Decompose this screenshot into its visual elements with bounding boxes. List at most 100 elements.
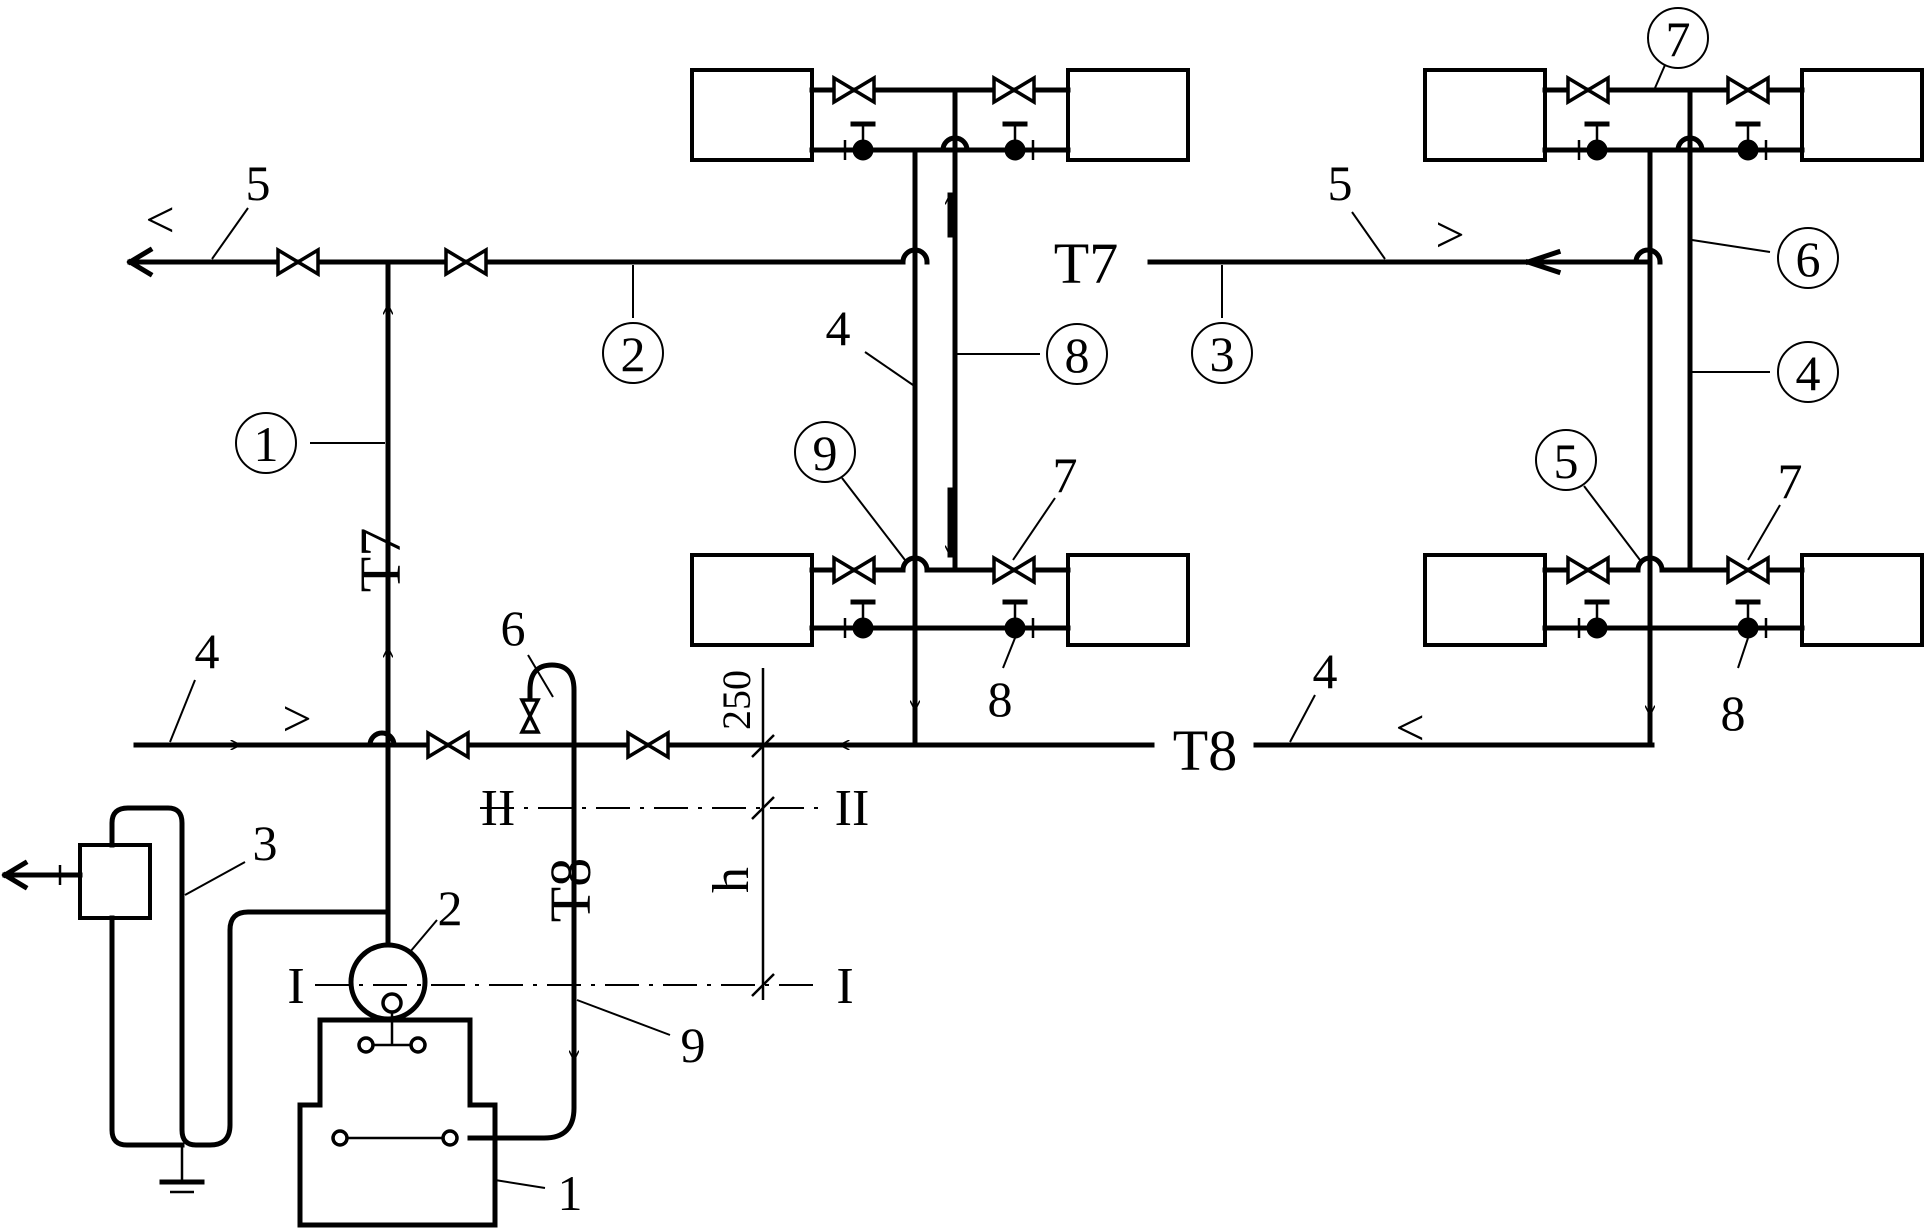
flow-mark-right: > xyxy=(1435,207,1464,264)
crossover-hump xyxy=(1635,555,1665,573)
label-return-right: 4 xyxy=(1313,643,1338,699)
label-riser2-pipe: 4 xyxy=(1796,345,1821,401)
leader-line xyxy=(1691,239,1771,253)
leader-line xyxy=(1002,637,1016,669)
label-riser2-mid: 5 xyxy=(1554,433,1579,489)
terminal-icon xyxy=(409,1036,427,1054)
segment-label: 2 xyxy=(621,326,646,382)
regulator-icon xyxy=(843,599,876,639)
expansion-tank-box xyxy=(78,843,152,920)
valve-icon xyxy=(1566,554,1610,586)
pump-icon xyxy=(348,942,428,1022)
dimension-tick xyxy=(751,973,775,997)
pump-shaft-icon xyxy=(381,992,403,1014)
section-label-left: I xyxy=(287,958,304,1015)
segment-bubble xyxy=(235,412,297,474)
radiator-box xyxy=(1800,68,1924,162)
terminal-icon xyxy=(357,1036,375,1054)
label-riser1-circle: 8 xyxy=(1065,327,1090,383)
leader-line xyxy=(576,999,671,1036)
valve-icon xyxy=(1726,554,1770,586)
label-return-left: 4 xyxy=(195,623,220,679)
section-label-right: I xyxy=(836,958,853,1015)
label-riser2-top: 7 xyxy=(1666,11,1691,67)
return-to-boiler xyxy=(467,802,577,1141)
flow-mark-left: < xyxy=(1395,700,1424,757)
regulator-icon xyxy=(1577,599,1610,639)
label-bubble xyxy=(1046,323,1108,385)
flow-marks: < > > < xyxy=(145,192,1464,757)
crossover-hump xyxy=(900,555,930,573)
leader-line xyxy=(1351,211,1386,260)
leader-line xyxy=(864,351,914,386)
label-tank-pipe: 3 xyxy=(253,815,278,871)
segment-bubble xyxy=(1191,322,1253,384)
dimension-h: h xyxy=(703,867,760,893)
label-riser2-branch: 6 xyxy=(1796,231,1821,287)
label-bubble xyxy=(1777,227,1839,289)
valve-icon xyxy=(444,246,488,278)
expansion-loop xyxy=(527,662,577,813)
boiler-unit: T8 xyxy=(297,662,603,1228)
label-riser1-lower: 9 xyxy=(813,425,838,481)
boiler-body xyxy=(297,1017,498,1228)
radiator-box xyxy=(1423,553,1547,647)
leader-line xyxy=(1012,497,1056,561)
segment-label: 1 xyxy=(254,416,279,472)
valve-icon xyxy=(832,74,876,106)
leader-line xyxy=(1654,64,1666,89)
supply-main: T7 xyxy=(126,231,1663,296)
segment-label: 3 xyxy=(1210,326,1235,382)
valve-icon xyxy=(426,729,470,761)
radiator-box xyxy=(1423,68,1547,162)
tank-drain xyxy=(109,915,185,1148)
flow-mark-right: > xyxy=(282,691,311,748)
leader-line xyxy=(211,207,249,260)
riser-1 xyxy=(690,68,1190,748)
leader-line xyxy=(409,919,438,953)
valve-icon xyxy=(992,554,1036,586)
supply-riser: T7 xyxy=(348,259,413,948)
regulator-icon xyxy=(1735,121,1768,161)
regulator-icon xyxy=(1577,121,1610,161)
valve-icon xyxy=(1566,74,1610,106)
leader-line xyxy=(527,654,554,698)
callouts: 5 5 2 3 1 4 8 9 7 8 7 xyxy=(169,7,1839,1221)
air-vent-valve-icon xyxy=(519,698,541,734)
label-riser1-regulator: 8 xyxy=(988,671,1013,727)
leader-line xyxy=(184,861,246,896)
dimension-tick xyxy=(751,734,775,758)
label-air-vent: 6 xyxy=(501,600,526,656)
supply-riser-code: T7 xyxy=(348,528,413,592)
leader-line xyxy=(1583,485,1641,561)
regulator-icon xyxy=(843,121,876,161)
radiator-box xyxy=(690,553,814,647)
label-riser2-valve: 7 xyxy=(1778,453,1803,509)
label-riser2-regulator: 8 xyxy=(1721,685,1746,741)
leader-line xyxy=(1747,504,1781,561)
return-branch-code: T8 xyxy=(538,858,603,922)
expansion-tank xyxy=(1,805,391,1194)
segment-bubble xyxy=(602,322,664,384)
overflow-arrow xyxy=(1,859,29,891)
outlet-arrow-left xyxy=(126,246,154,278)
flow-arrow-supply-right xyxy=(1524,248,1562,276)
radiator-box xyxy=(1066,68,1190,162)
leader-line xyxy=(1737,637,1749,669)
label-pump: 2 xyxy=(438,880,463,936)
valve-icon xyxy=(992,74,1036,106)
label-supply-right: 5 xyxy=(1328,155,1353,211)
regulator-icon xyxy=(1002,121,1035,161)
label-boiler: 1 xyxy=(558,1165,583,1221)
section-label-right: II xyxy=(835,780,870,837)
return-pipe-code: T8 xyxy=(1173,718,1237,783)
dimension-tick xyxy=(751,796,775,820)
flow-mark-left: < xyxy=(145,192,174,249)
terminal-icon xyxy=(441,1129,459,1147)
crossover-hump xyxy=(367,730,397,748)
label-bubble xyxy=(1647,7,1709,69)
label-return-branch: 9 xyxy=(681,1017,706,1073)
riser-2 xyxy=(1423,68,1924,748)
section-label-left: II xyxy=(481,780,516,837)
